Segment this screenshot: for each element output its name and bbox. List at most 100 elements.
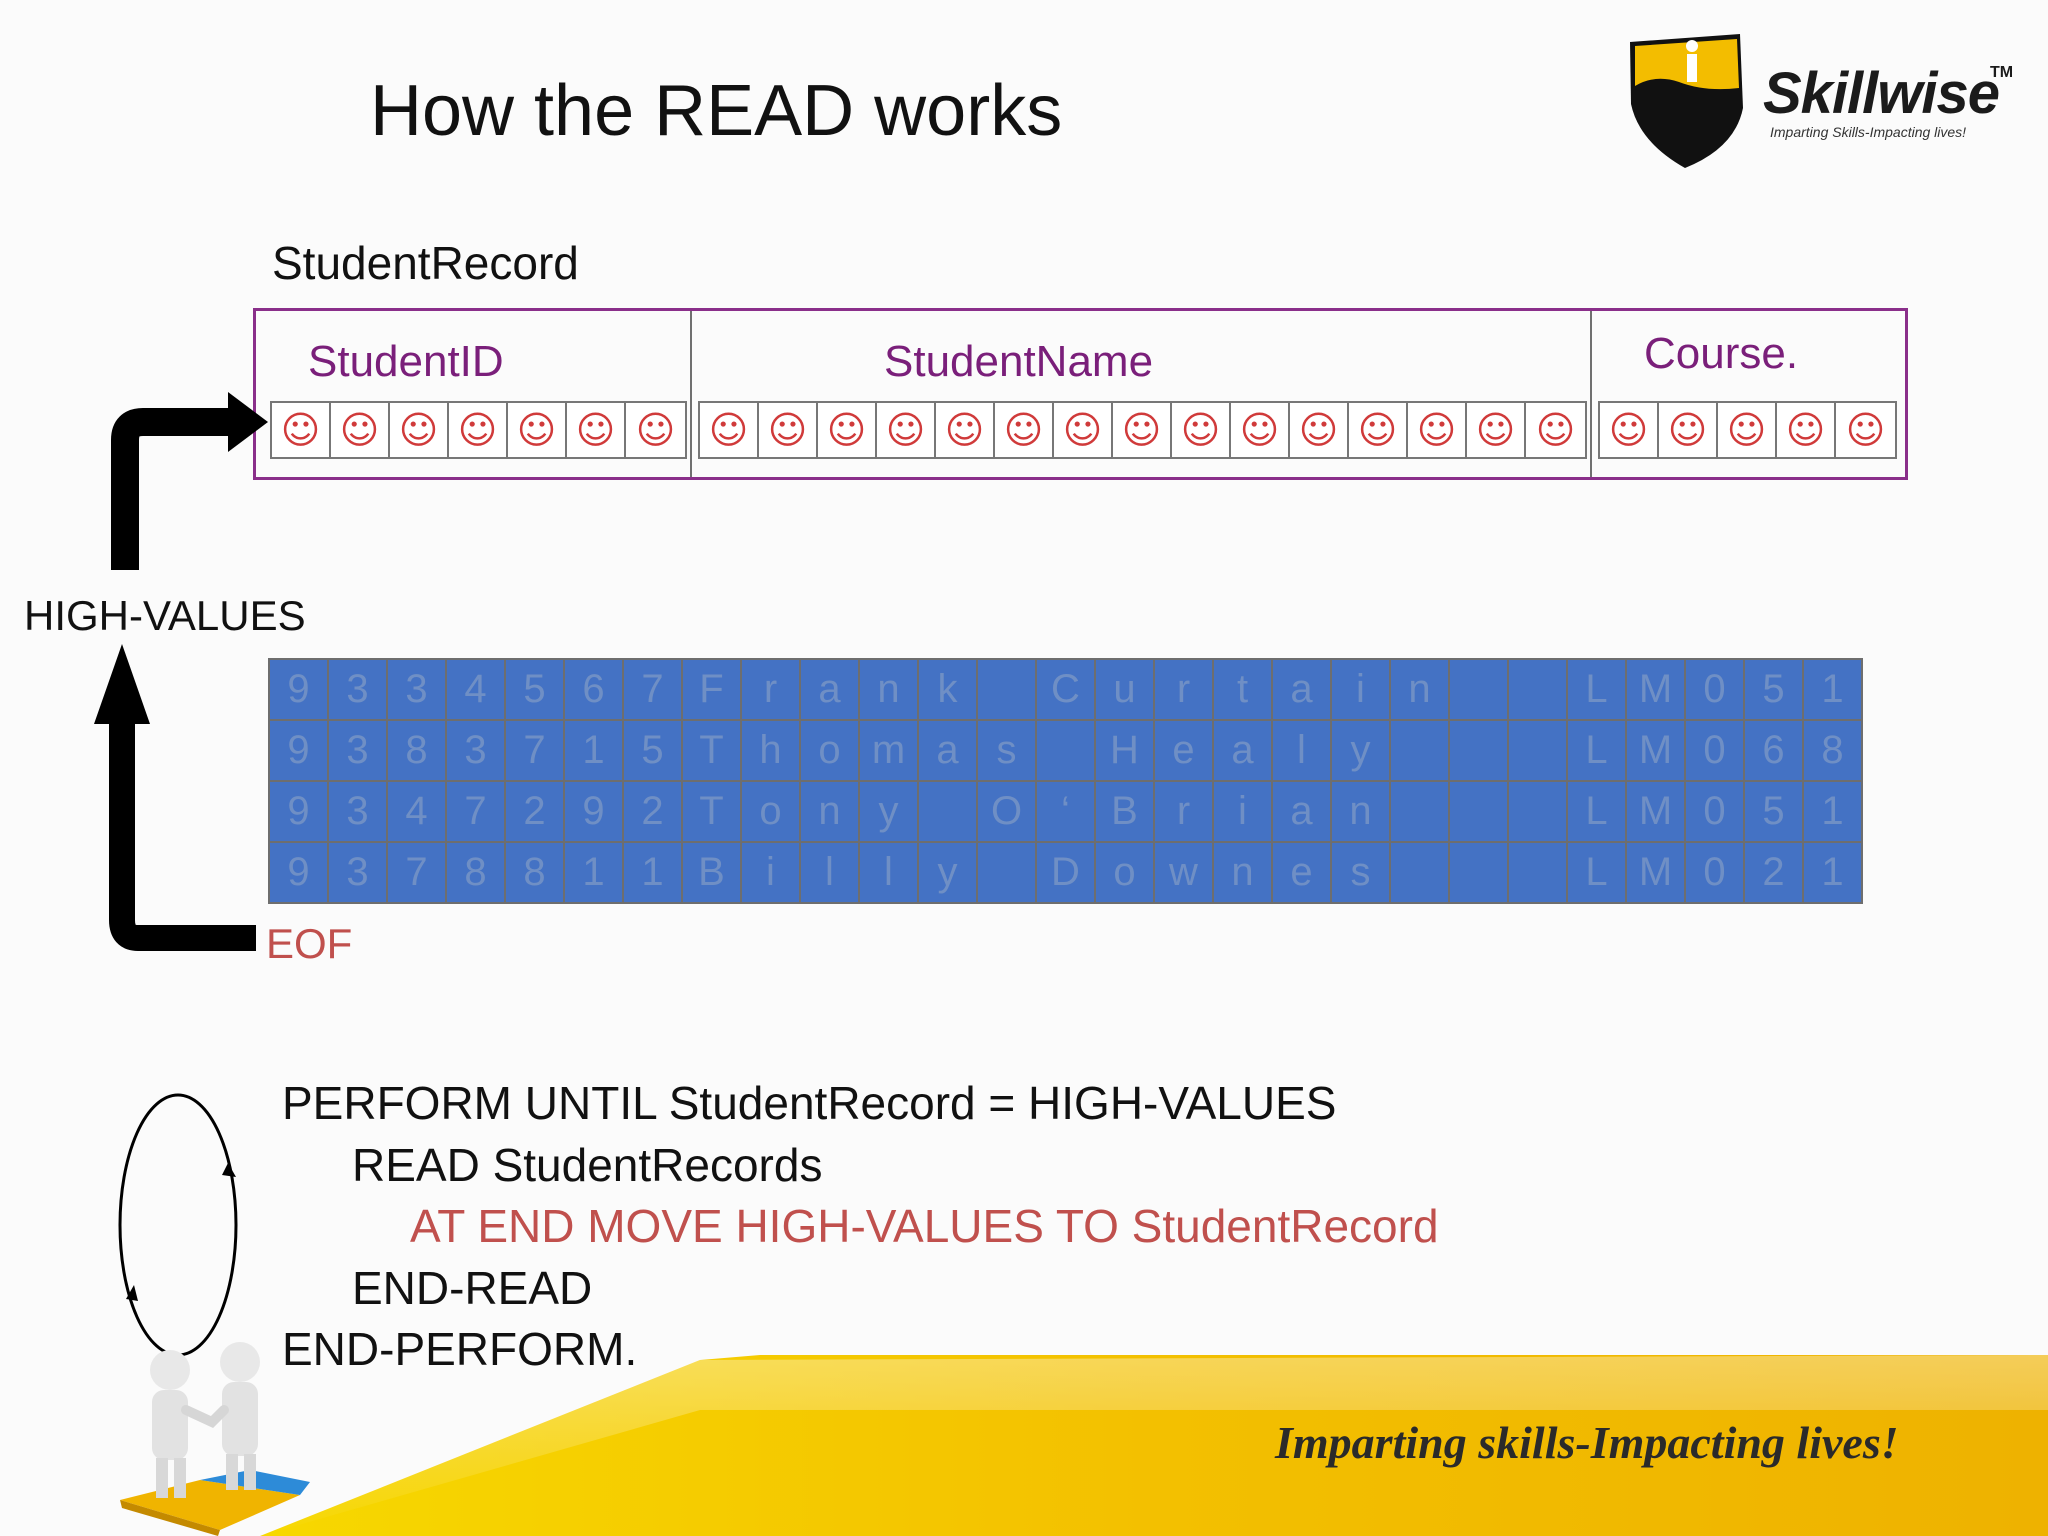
file-record-cell: F (681, 658, 742, 721)
file-record-cell: a (1271, 658, 1332, 721)
file-record-cell: B (1094, 780, 1155, 843)
file-record-cell: 6 (563, 658, 624, 721)
file-record-cell: s (1330, 841, 1391, 904)
file-record-cell: 0 (1684, 841, 1745, 904)
file-record-cell: o (799, 719, 860, 782)
file-record-cell: m (858, 719, 919, 782)
file-record-cell: r (1153, 780, 1214, 843)
char-cell: ☺ (1113, 403, 1172, 457)
char-cell: ☺ (995, 403, 1054, 457)
file-record-cell (1448, 780, 1509, 843)
file-record-cell: O (976, 780, 1037, 843)
char-cell: ☺ (508, 403, 567, 457)
logo-trademark: TM (1990, 64, 2014, 81)
file-record-cell: r (740, 658, 801, 721)
handshake-illustration (120, 1342, 310, 1536)
file-record-cell: H (1094, 719, 1155, 782)
char-cell: ☺ (1290, 403, 1349, 457)
file-record-cell (1507, 841, 1568, 904)
file-record-cell: r (1153, 658, 1214, 721)
file-record-cell: L (1566, 841, 1627, 904)
file-record-cell: n (1212, 841, 1273, 904)
file-record-cell: 1 (563, 841, 624, 904)
char-cell: ☺ (1718, 403, 1777, 457)
file-record-cell: M (1625, 658, 1686, 721)
file-record-cell: L (1566, 719, 1627, 782)
file-record-cell: L (1566, 780, 1627, 843)
file-record-cell: C (1035, 658, 1096, 721)
file-record-cell: 3 (327, 719, 388, 782)
file-record-cell: l (799, 841, 860, 904)
file-record-cell: y (858, 780, 919, 843)
skillwise-logo (1630, 34, 1743, 168)
file-record-cell: 8 (386, 719, 447, 782)
file-record-cell: 3 (386, 658, 447, 721)
studentname-char-cells: ☺☺☺☺☺☺☺☺☺☺☺☺☺☺☺ (698, 401, 1587, 459)
file-record-cell: y (1330, 719, 1391, 782)
file-record-cell: 8 (445, 841, 506, 904)
arrow-from-eof (109, 700, 256, 951)
file-record-cell: 7 (386, 841, 447, 904)
char-cell: ☺ (272, 403, 331, 457)
code-line-end-read: END-READ (352, 1262, 593, 1314)
file-record-cell: B (681, 841, 742, 904)
char-cell: ☺ (1349, 403, 1408, 457)
file-record-cell: 1 (1802, 780, 1863, 843)
file-record-cell: 5 (1743, 658, 1804, 721)
file-record-cell: M (1625, 719, 1686, 782)
file-record-cell: 3 (327, 841, 388, 904)
char-cell: ☺ (818, 403, 877, 457)
file-record-cell: 4 (445, 658, 506, 721)
file-record-cell: o (740, 780, 801, 843)
field-divider (1590, 311, 1592, 477)
slide-title: How the READ works (370, 71, 1063, 151)
file-record-cell: h (740, 719, 801, 782)
file-record-cell (1389, 780, 1450, 843)
file-record-cell (1507, 780, 1568, 843)
file-record-cell: e (1271, 841, 1332, 904)
file-record-cell: 8 (504, 841, 565, 904)
file-record-cell (1507, 719, 1568, 782)
logo-name: Skillwise (1763, 61, 2000, 126)
file-record-cell: T (681, 780, 742, 843)
studentid-char-cells: ☺☺☺☺☺☺☺ (270, 401, 687, 459)
file-record-cell: 8 (1802, 719, 1863, 782)
file-record-cell: 0 (1684, 719, 1745, 782)
char-cell: ☺ (936, 403, 995, 457)
file-record-cell: 7 (622, 658, 683, 721)
file-record-cell: a (799, 658, 860, 721)
char-cell: ☺ (1777, 403, 1836, 457)
file-record-cell (1448, 658, 1509, 721)
char-cell: ☺ (877, 403, 936, 457)
char-cell: ☺ (1231, 403, 1290, 457)
file-record-cell: a (1271, 780, 1332, 843)
char-cell: ☺ (390, 403, 449, 457)
file-record-cell: w (1153, 841, 1214, 904)
field-label-studentid: StudentID (308, 337, 504, 386)
file-record-cell: 1 (563, 719, 624, 782)
file-record-cell: l (858, 841, 919, 904)
char-cell: ☺ (1172, 403, 1231, 457)
file-record-cell: l (1271, 719, 1332, 782)
file-record-cell: 7 (445, 780, 506, 843)
footer-band (260, 1355, 2048, 1536)
file-record-cell (1389, 841, 1450, 904)
file-record-cell: ‘ (1035, 780, 1096, 843)
field-divider (690, 311, 692, 477)
arrow-head-up (94, 644, 150, 724)
char-cell: ☺ (567, 403, 626, 457)
file-record-cell: u (1094, 658, 1155, 721)
file-record-cell: T (681, 719, 742, 782)
char-cell: ☺ (1845, 408, 1886, 452)
file-record-cell: 3 (327, 780, 388, 843)
file-record-cell: 2 (1743, 841, 1804, 904)
field-label-studentname: StudentName (884, 337, 1154, 386)
arrow-head-right (228, 392, 268, 452)
file-record-cell: i (1330, 658, 1391, 721)
file-record-cell: 4 (386, 780, 447, 843)
char-cell: ☺ (635, 408, 676, 452)
